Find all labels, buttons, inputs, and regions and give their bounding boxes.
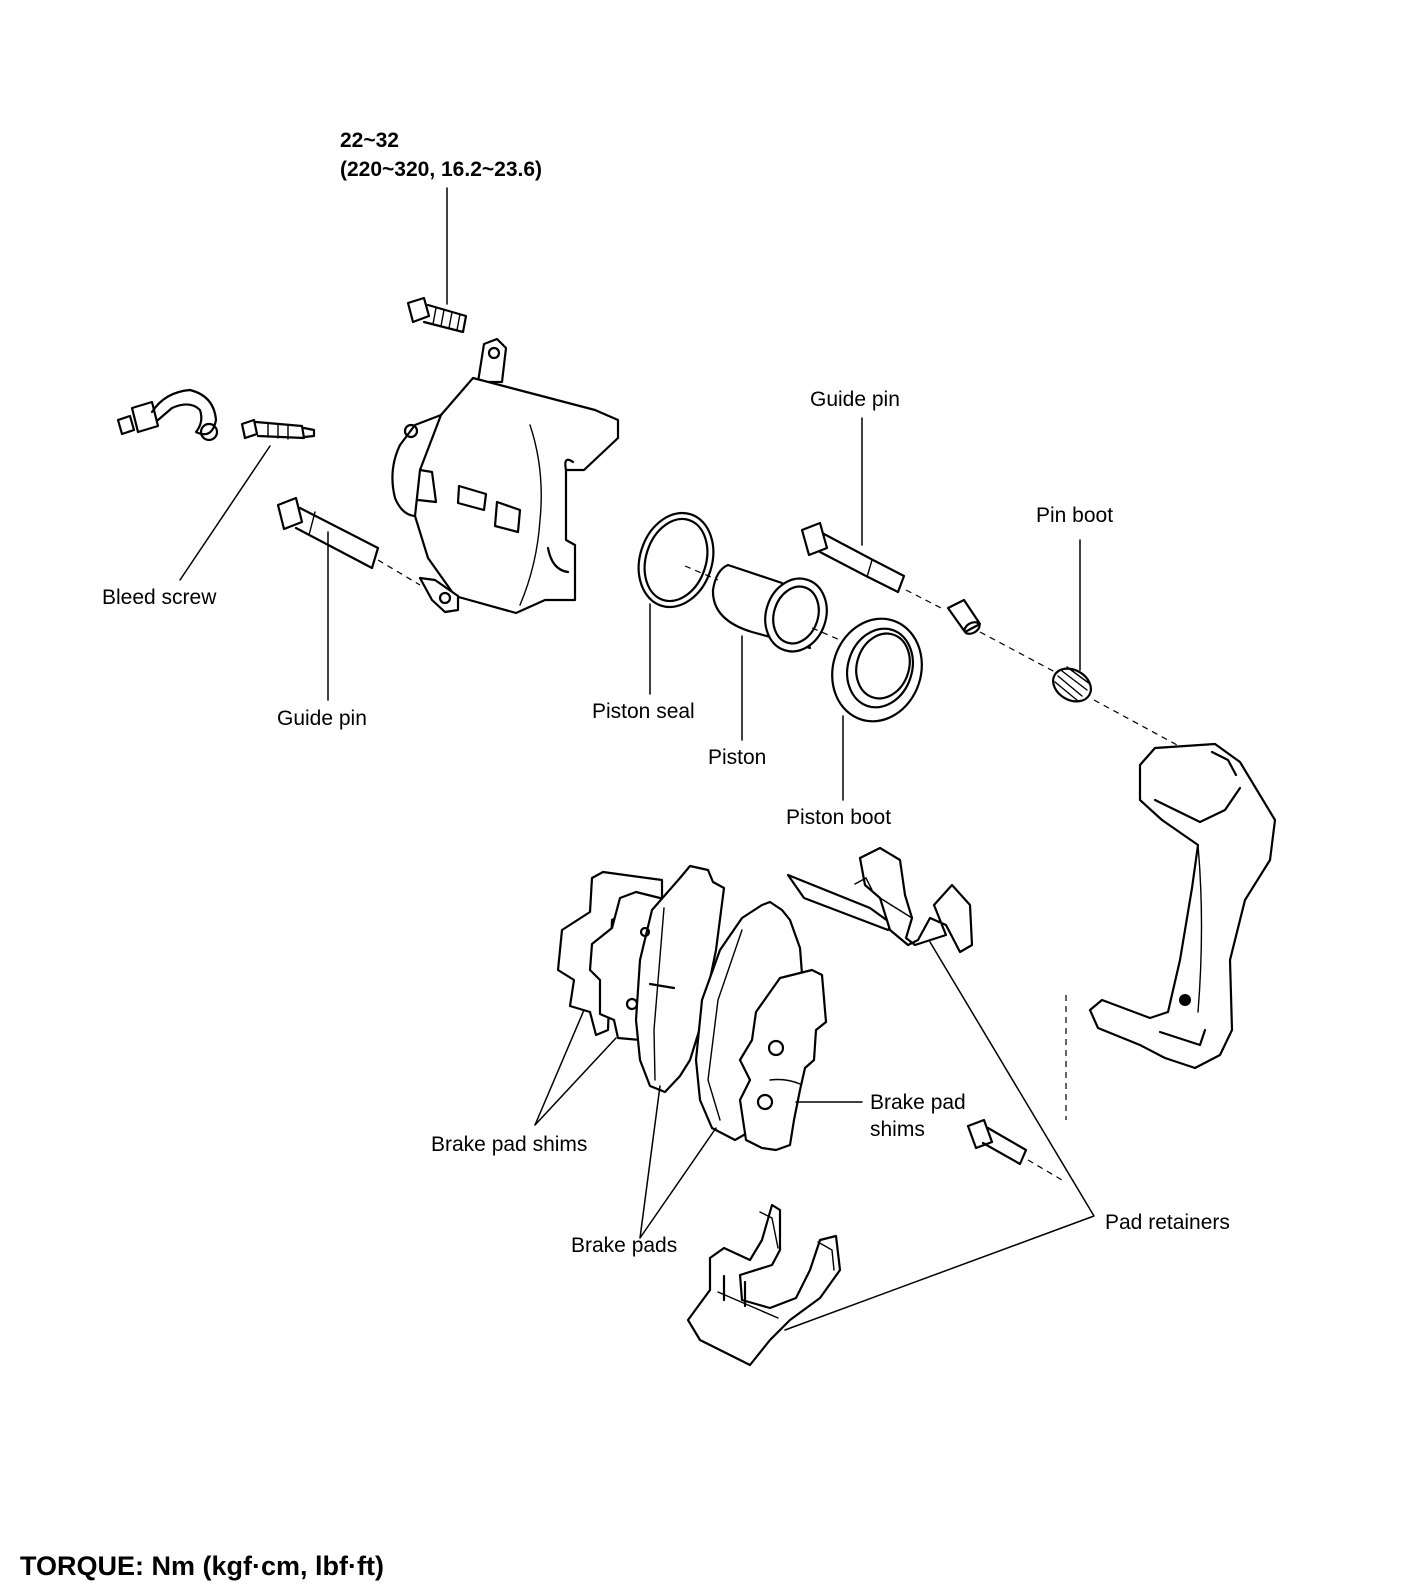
label-pad-retainers: Pad retainers xyxy=(1105,1211,1230,1234)
piston-seal-part xyxy=(637,511,715,609)
bushing xyxy=(946,598,982,635)
pin-boot-part xyxy=(1052,666,1092,703)
brake-pad-outer-part xyxy=(634,864,726,1094)
label-brake-pad-shims-right-line2: shims xyxy=(870,1118,925,1141)
brake-pad-shims-left-leader xyxy=(534,1009,617,1126)
label-guide-pin-right: Guide pin xyxy=(810,388,900,411)
caliper-bolt xyxy=(406,296,468,334)
piston-part xyxy=(711,563,828,653)
pad-retainer-lower xyxy=(686,1203,842,1367)
bleed-screw-assembly xyxy=(116,388,316,442)
caliper-bracket xyxy=(1088,742,1277,1070)
label-piston: Piston xyxy=(708,746,766,769)
guide-pin-right-part xyxy=(800,521,906,594)
piston-boot-part xyxy=(831,617,923,723)
label-brake-pads: Brake pads xyxy=(571,1234,677,1257)
bleed-screw-leader xyxy=(179,445,271,581)
label-bleed-screw: Bleed screw xyxy=(102,586,217,609)
footer-torque-units: TORQUE: Nm (kgf·cm, lbf·ft) xyxy=(20,1551,384,1581)
brake-pad-shim-right-part xyxy=(738,968,828,1152)
guide-bolt-lower xyxy=(966,1118,1028,1166)
label-piston-boot: Piston boot xyxy=(786,806,891,829)
torque-alt-units: (220~320, 16.2~23.6) xyxy=(340,158,542,181)
label-brake-pad-shims-left: Brake pad shims xyxy=(431,1133,587,1156)
pad-retainer-upper xyxy=(786,846,974,954)
guide-pin-left-part xyxy=(276,496,380,570)
label-piston-seal: Piston seal xyxy=(592,700,695,723)
label-pin-boot: Pin boot xyxy=(1036,504,1113,527)
torque-value: 22~32 xyxy=(340,129,399,152)
label-guide-pin-left: Guide pin xyxy=(277,707,367,730)
pad-retainers-leader xyxy=(784,941,1095,1331)
caliper-body xyxy=(391,337,620,615)
label-brake-pad-shims-right-line1: Brake pad xyxy=(870,1091,966,1114)
brake-pads-leader xyxy=(639,1085,717,1239)
